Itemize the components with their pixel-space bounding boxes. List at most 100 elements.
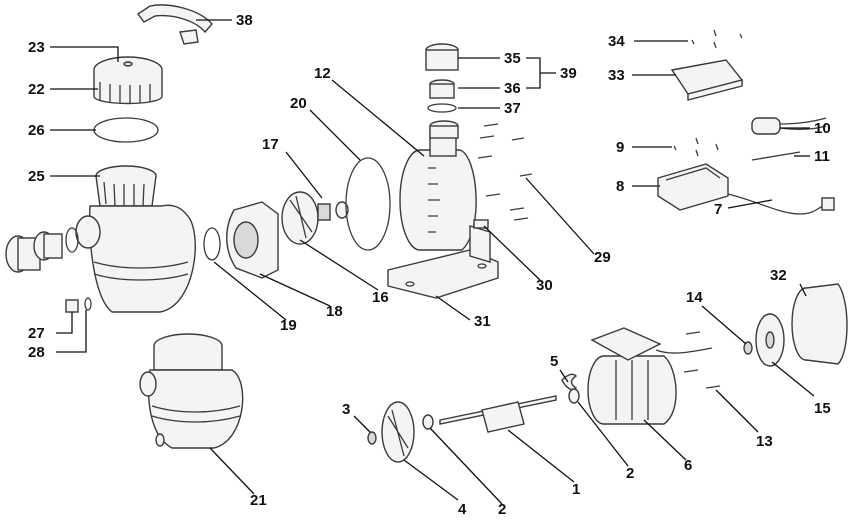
- leader-30: [483, 225, 541, 281]
- leader-4: [403, 459, 459, 501]
- leader-7: [727, 199, 773, 209]
- leader-2-right: [577, 401, 629, 467]
- part-2-bearing-left: [422, 414, 434, 430]
- leader-21: [209, 447, 255, 495]
- part-8-terminal-box: [657, 137, 729, 211]
- part-30-key: [473, 219, 489, 229]
- callout-31: 31: [474, 313, 491, 330]
- callout-25: 25: [28, 168, 45, 185]
- part-inlet-union: [5, 227, 79, 273]
- part-33-terminal-cover: [670, 29, 744, 101]
- callout-3: 3: [342, 401, 350, 418]
- callout-17: 17: [262, 136, 279, 153]
- leader-14: [701, 305, 747, 345]
- part-3-nut: [367, 431, 377, 445]
- part-6-motor: [587, 327, 713, 425]
- callout-18: 18: [326, 303, 343, 320]
- callout-12: 12: [314, 65, 331, 82]
- part-14-grommet: [743, 341, 753, 355]
- part-29-screws: [477, 123, 533, 221]
- callout-labels: 38 23 22 26 25 27 28 21 19 18 17 16 20 1…: [28, 12, 831, 518]
- callout-38: 38: [236, 12, 253, 29]
- callout-27: 27: [28, 325, 45, 342]
- callout-30: 30: [536, 277, 553, 294]
- leader-2-left: [429, 427, 503, 505]
- callout-34: 34: [608, 33, 625, 50]
- callout-28: 28: [28, 344, 45, 361]
- leader-1: [507, 429, 575, 483]
- callout-32: 32: [770, 267, 787, 284]
- leader-27: [56, 312, 73, 334]
- callout-2-left: 2: [498, 501, 506, 518]
- leader-20: [309, 109, 361, 161]
- leader-lines: [50, 19, 815, 505]
- leader-29: [525, 177, 595, 255]
- part-17-impeller: [281, 191, 349, 245]
- callout-21: 21: [250, 492, 267, 509]
- callout-16: 16: [372, 289, 389, 306]
- callout-20: 20: [290, 95, 307, 112]
- part-19-o-ring: [203, 227, 221, 261]
- part-7-power-cord: [727, 193, 835, 215]
- part-22-23-strainer-lid: [93, 56, 163, 105]
- callout-37: 37: [504, 100, 521, 117]
- callout-35: 35: [504, 50, 521, 67]
- leader-28: [56, 310, 87, 353]
- part-15-fan: [755, 313, 785, 367]
- part-1-rotor-shaft: [439, 395, 557, 433]
- part-11-wire: [751, 151, 801, 161]
- callout-22: 22: [28, 81, 45, 98]
- part-38-clip: [136, 4, 213, 45]
- callout-5: 5: [550, 353, 558, 370]
- leader-6: [643, 419, 687, 461]
- callout-11: 11: [814, 148, 830, 165]
- part-21-assembled-body: [139, 333, 244, 449]
- callout-1: 1: [572, 481, 580, 498]
- callout-29: 29: [594, 249, 611, 266]
- part-13-screws: [683, 331, 721, 389]
- leader-16: [299, 239, 379, 291]
- part-2-bearing-right: [568, 388, 580, 404]
- callout-2-right: 2: [626, 465, 634, 482]
- callout-7: 7: [714, 201, 722, 218]
- part-20-housing-o-ring: [345, 157, 391, 251]
- leader-31: [435, 295, 471, 321]
- leader-32: [799, 283, 807, 297]
- callout-4: 4: [458, 501, 467, 518]
- part-4-end-shield: [381, 401, 415, 463]
- part-35-36-37-outlet-union: [425, 43, 459, 139]
- part-26-o-ring: [93, 117, 159, 143]
- callout-6: 6: [684, 457, 692, 474]
- leader-17: [285, 151, 323, 199]
- leader-19: [213, 261, 287, 321]
- callout-39: 39: [560, 65, 577, 82]
- part-18-diffuser: [226, 201, 279, 279]
- callout-26: 26: [28, 122, 45, 139]
- part-10-capacitor: [751, 117, 827, 135]
- part-32-fan-cover: [791, 283, 848, 365]
- callout-8: 8: [616, 178, 624, 195]
- leader-23: [50, 46, 119, 62]
- callout-13: 13: [756, 433, 773, 450]
- leader-5: [559, 369, 569, 383]
- callout-15: 15: [814, 400, 831, 417]
- leader-15: [771, 361, 815, 397]
- part-27-28-drain-plug: [65, 297, 92, 313]
- callout-33: 33: [608, 67, 625, 84]
- callout-10: 10: [814, 120, 831, 137]
- part-31-base: [387, 225, 499, 299]
- leader-18: [259, 273, 331, 307]
- callout-23: 23: [28, 39, 45, 56]
- callout-19: 19: [280, 317, 297, 334]
- callout-9: 9: [616, 139, 624, 156]
- leader-39: [526, 57, 556, 89]
- part-25-pump-body: [75, 165, 196, 313]
- leader-3: [353, 415, 371, 433]
- callout-36: 36: [504, 80, 521, 97]
- callout-14: 14: [686, 289, 703, 306]
- part-12-pump-housing: [399, 129, 477, 251]
- leader-13: [715, 389, 759, 433]
- leader-12: [331, 79, 425, 157]
